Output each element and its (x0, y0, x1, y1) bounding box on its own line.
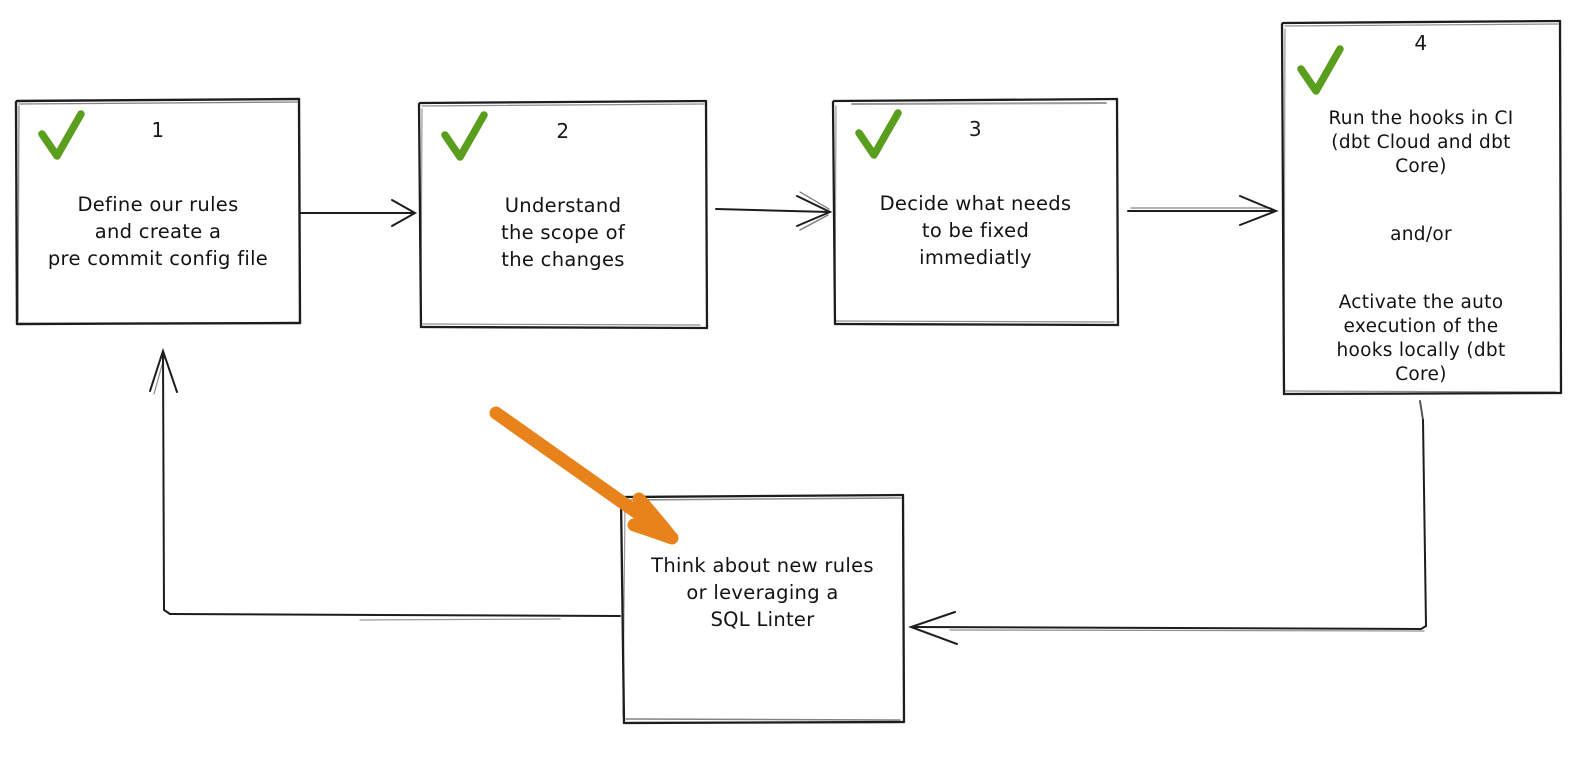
node-1-number: 1 (151, 118, 165, 142)
node-4-text-part-2: and/or (1390, 224, 1452, 246)
flow-node-decide-fixes[interactable]: 3 Decide what needs to be fixed immediat… (833, 99, 1118, 325)
flow-node-understand-scope[interactable]: 2 Understand the scope of the changes (419, 101, 707, 328)
flow-node-define-rules[interactable]: 1 Define our rules and create a pre comm… (16, 100, 300, 324)
connector-arrow-1-to-2 (299, 199, 418, 227)
node-4-text-block: Run the hooks in CI (dbt Cloud and dbt C… (1281, 83, 1561, 388)
flow-node-run-hooks-ci[interactable]: 4 Run the hooks in CI (dbt Cloud and dbt… (1281, 21, 1561, 394)
node-4-text-part-3: Activate the auto execution of the hooks… (1336, 292, 1506, 386)
node-4-spacer-2 (1281, 247, 1561, 267)
connector-arrow-3-to-4 (1127, 195, 1279, 226)
flow-node-new-rules-sql-linter[interactable]: Think about new rules or leveraging a SQ… (621, 495, 904, 724)
connector-arrow-2-to-3 (715, 191, 833, 231)
node-4-text-part-1: Run the hooks in CI (dbt Cloud and dbt C… (1328, 108, 1514, 178)
node-5-text: Think about new rules or leveraging a SQ… (651, 554, 874, 631)
node-4-number: 4 (1414, 31, 1428, 55)
node-2-number: 2 (556, 119, 570, 143)
node-3-text: Decide what needs to be fixed immediatly (879, 192, 1072, 269)
connector-arrow-5-to-1 (149, 347, 621, 621)
node-2-text: Understand the scope of the changes (501, 194, 625, 271)
check-icon (38, 110, 85, 160)
check-icon (855, 109, 902, 159)
node-1-text: Define our rules and create a pre commit… (47, 193, 269, 270)
check-icon (1297, 45, 1344, 95)
connector-arrow-4-to-5 (908, 400, 1427, 645)
node-3-number: 3 (968, 117, 983, 141)
node-4-spacer-1 (1281, 179, 1561, 199)
check-icon (441, 111, 488, 161)
